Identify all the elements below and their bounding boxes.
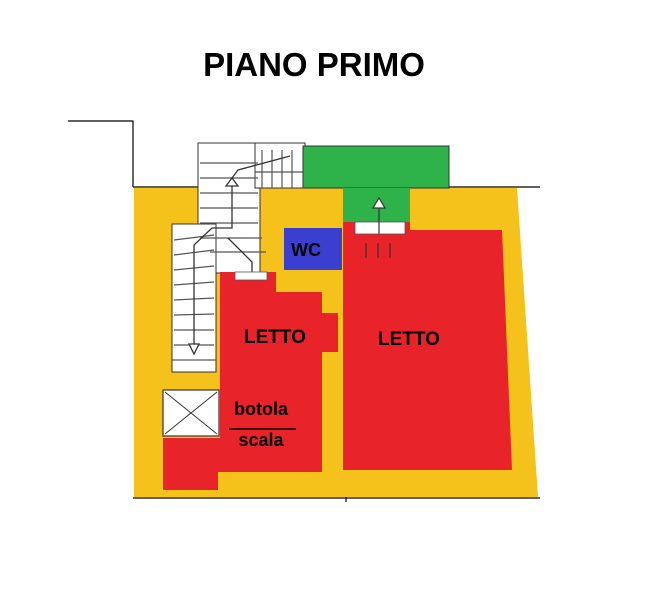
balcony [302,145,450,189]
bedroom-left [163,272,338,490]
hatch-label-top: botola [234,399,289,419]
stair-treads-upper [200,150,305,253]
bedroom-right-label: LETTO [378,329,440,350]
wc-label: WC [291,240,321,260]
bedroom-left-label: LETTO [244,327,306,348]
hatch-cross-icon [164,391,218,435]
bedroom-right-door [354,221,406,235]
bedroom-right [343,222,512,470]
wc-room [284,228,342,270]
bedroom-left-door [234,271,268,281]
exterior-wall-line [68,120,134,187]
door-arrow-icon [365,196,391,258]
stair-bottom-step [171,359,217,373]
plan-title: PIANO PRIMO [203,46,425,83]
hatch-label-bottom: scala [238,430,284,450]
